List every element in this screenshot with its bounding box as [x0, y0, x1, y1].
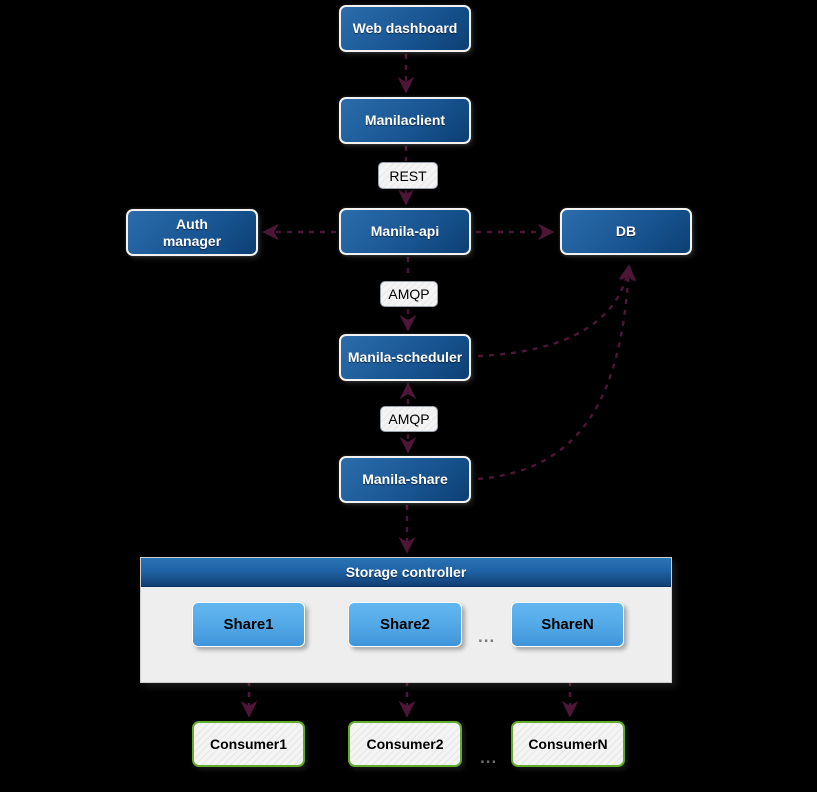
label-amqp-top: AMQP [380, 281, 438, 307]
shares-ellipsis: ... [478, 627, 496, 646]
node-label: Manila-api [370, 223, 440, 240]
node-consumer-1[interactable]: Consumer1 [192, 721, 305, 767]
label-amqp-bottom: AMQP [380, 406, 438, 432]
node-label-line2: manager [162, 232, 222, 249]
node-label: Share2 [379, 616, 431, 633]
node-label: Manilaclient [364, 112, 446, 129]
node-share-n[interactable]: ShareN [511, 602, 624, 647]
label-text: AMQP [388, 411, 430, 427]
node-manilaclient[interactable]: Manilaclient [339, 97, 471, 144]
node-label: ShareN [541, 616, 594, 633]
node-label-line1: Auth [176, 216, 208, 233]
node-label: Consumer2 [366, 736, 444, 752]
node-manila-share[interactable]: Manila-share [339, 456, 471, 503]
node-label: DB [615, 223, 637, 240]
node-db[interactable]: DB [560, 208, 692, 255]
node-share-2[interactable]: Share2 [348, 602, 462, 647]
label-text: REST [389, 167, 427, 184]
node-manila-api[interactable]: Manila-api [339, 208, 471, 255]
node-consumer-n[interactable]: ConsumerN [511, 721, 625, 767]
node-label: Manila-scheduler [347, 349, 463, 366]
label-rest: REST [378, 162, 438, 189]
edge-share-to-db-curve [477, 264, 637, 481]
node-label: Web dashboard [352, 20, 458, 37]
node-label: ConsumerN [528, 736, 608, 752]
node-manila-scheduler[interactable]: Manila-scheduler [339, 334, 471, 381]
node-share-1[interactable]: Share1 [192, 602, 305, 647]
node-web-dashboard[interactable]: Web dashboard [339, 5, 471, 52]
storage-controller-title: Storage controller [141, 558, 671, 587]
node-auth-manager[interactable]: Auth manager [126, 209, 258, 256]
node-label: Manila-share [362, 471, 448, 488]
edge-scheduler-to-db-curve [477, 264, 635, 358]
label-text: AMQP [388, 286, 430, 302]
consumers-ellipsis: ... [480, 748, 498, 767]
node-consumer-2[interactable]: Consumer2 [348, 721, 462, 767]
storage-controller-title-text: Storage controller [345, 564, 467, 580]
node-label: Consumer1 [209, 736, 288, 752]
node-label: Share1 [223, 616, 274, 633]
